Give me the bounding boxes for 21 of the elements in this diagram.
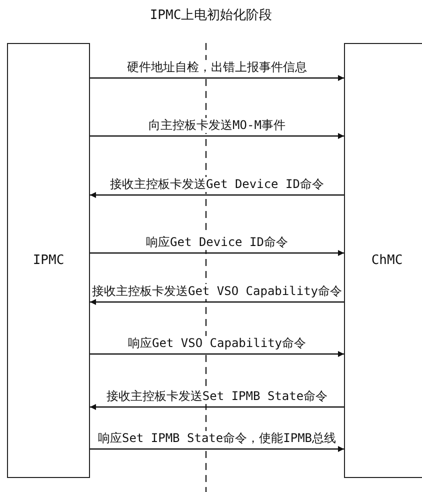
edge-label: 响应Set IPMB State命令，使能IPMB总线 [96, 431, 338, 446]
diagram-title: IPMC上电初始化阶段 [148, 7, 274, 24]
edge-label: 硬件地址自检，出错上报事件信息 [126, 60, 308, 75]
message-arrow [90, 133, 344, 139]
message-arrow [90, 446, 344, 452]
lifeline-box [344, 43, 422, 478]
message-arrow [90, 75, 344, 81]
lifeline-box [7, 43, 90, 478]
edge-label: 向主控板卡发送MO-M事件 [148, 118, 286, 133]
edge-label: 接收主控板卡发送Get VSO Capability命令 [90, 284, 344, 299]
edge-label: 接收主控板卡发送Set IPMB State命令 [105, 389, 329, 404]
node-label: ChMC [371, 253, 403, 268]
message-arrow [90, 299, 344, 305]
edge-label: 接收主控板卡发送Get Device ID命令 [109, 177, 325, 192]
message-arrow [90, 404, 344, 410]
edge-label: 响应Get VSO Capability命令 [126, 336, 308, 351]
node-label: IPMC [32, 253, 64, 268]
message-arrow [90, 250, 344, 256]
message-arrow [90, 192, 344, 198]
message-arrow [90, 351, 344, 357]
edge-label: 响应Get Device ID命令 [145, 235, 289, 250]
